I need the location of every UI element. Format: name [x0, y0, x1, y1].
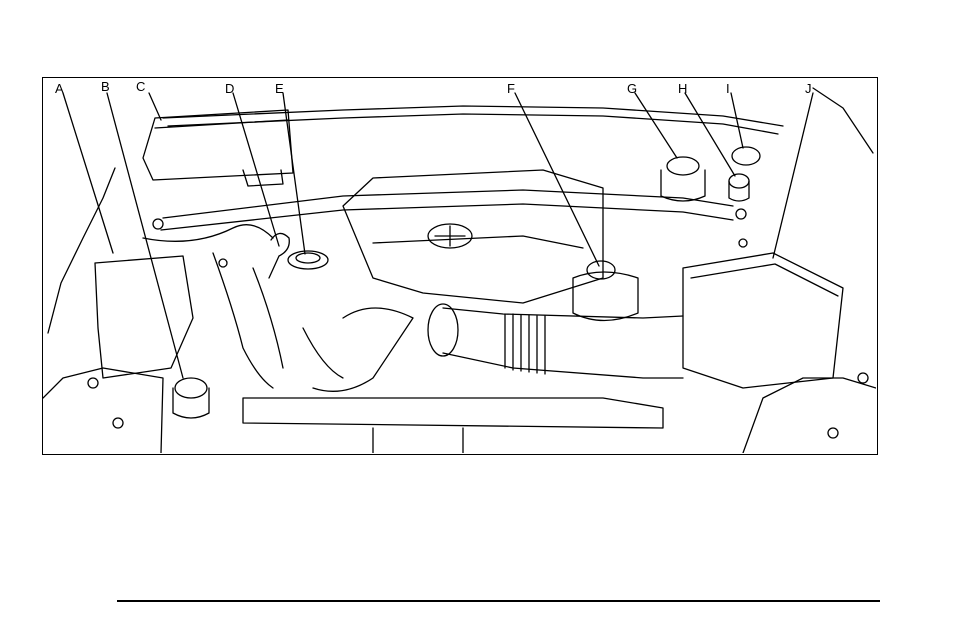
engine-cover [343, 170, 603, 303]
power-steering-cap-h [729, 174, 749, 188]
callout-h: H [678, 81, 687, 96]
leader-f [515, 93, 599, 266]
washer-reservoir-body [173, 388, 209, 418]
engine-compartment-illustration: A B C D E F G H I J [43, 78, 876, 453]
air-cleaner-lid-line [691, 264, 838, 296]
engine-cover-ridge [373, 236, 583, 248]
bolt [88, 378, 98, 388]
bolt [739, 239, 747, 247]
strut-brace-bolt-left [153, 219, 163, 229]
engine-block-lower [243, 398, 663, 428]
callout-b: B [101, 79, 110, 94]
engine-compartment-diagram: A B C D E F G H I J [42, 77, 878, 455]
strut-brace-bolt-right [736, 209, 746, 219]
intake-bellows [505, 314, 545, 374]
leader-j [773, 93, 813, 258]
callout-a: A [55, 81, 64, 96]
callout-g: G [627, 81, 637, 96]
right-fender-edge [813, 88, 873, 153]
bolt [113, 418, 123, 428]
left-fender-lower [43, 368, 163, 453]
callout-f: F [507, 81, 515, 96]
leader-b [107, 93, 183, 378]
footer-rule [117, 600, 880, 602]
leader-d [233, 93, 279, 246]
engine-lower-slot [373, 428, 463, 453]
leader-h [685, 93, 735, 176]
wiring-harness-2 [213, 253, 273, 388]
leader-i [731, 93, 743, 148]
oil-fill-cap [288, 251, 328, 269]
oil-fill-cap-inner [296, 253, 320, 263]
leader-g [635, 93, 677, 158]
throttle-body-end [428, 304, 458, 356]
leader-c [149, 93, 161, 120]
callout-e: E [275, 81, 284, 96]
reservoir-cap-f [587, 261, 615, 279]
crest-detail [435, 226, 465, 246]
power-steering-body [729, 181, 749, 201]
cowl-top [163, 106, 783, 126]
wiring-harness-4 [303, 328, 343, 378]
intake-tube-top [443, 308, 683, 318]
right-fender-lower [743, 378, 876, 453]
fuse-box-lid-line [155, 120, 288, 128]
washer-reservoir-cap [175, 378, 207, 398]
callout-c: C [136, 79, 145, 94]
callout-i: I [726, 81, 730, 96]
reservoir-body-f [573, 272, 638, 321]
callout-j: J [805, 81, 812, 96]
wiring-harness-3 [253, 268, 283, 368]
strut-brace-upper [163, 190, 733, 218]
fuse-box-latch [243, 170, 283, 186]
bolt [858, 373, 868, 383]
oil-dipstick [269, 233, 289, 278]
callout-d: D [225, 81, 234, 96]
upper-radiator-hose [313, 308, 413, 391]
bolt [828, 428, 838, 438]
bolt [219, 259, 227, 267]
brake-fluid-cap-i [732, 147, 760, 165]
air-cleaner-box [683, 253, 843, 388]
coolant-cap-g [667, 157, 699, 175]
intake-tube-bottom [443, 353, 683, 378]
cowl-inner [168, 114, 778, 134]
left-fender-edge [48, 168, 115, 333]
